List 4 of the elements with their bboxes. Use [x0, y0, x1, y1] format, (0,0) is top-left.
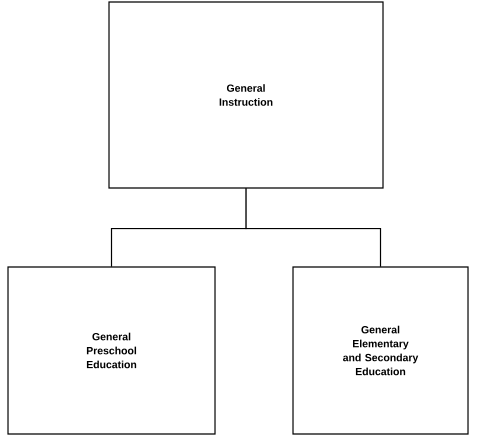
- box: General Instruction: [108, 1, 384, 189]
- box: General Elementary and Secondary Education: [292, 266, 469, 435]
- box: General Preschool Education: [7, 266, 216, 435]
- connector-line: [245, 188, 382, 266]
